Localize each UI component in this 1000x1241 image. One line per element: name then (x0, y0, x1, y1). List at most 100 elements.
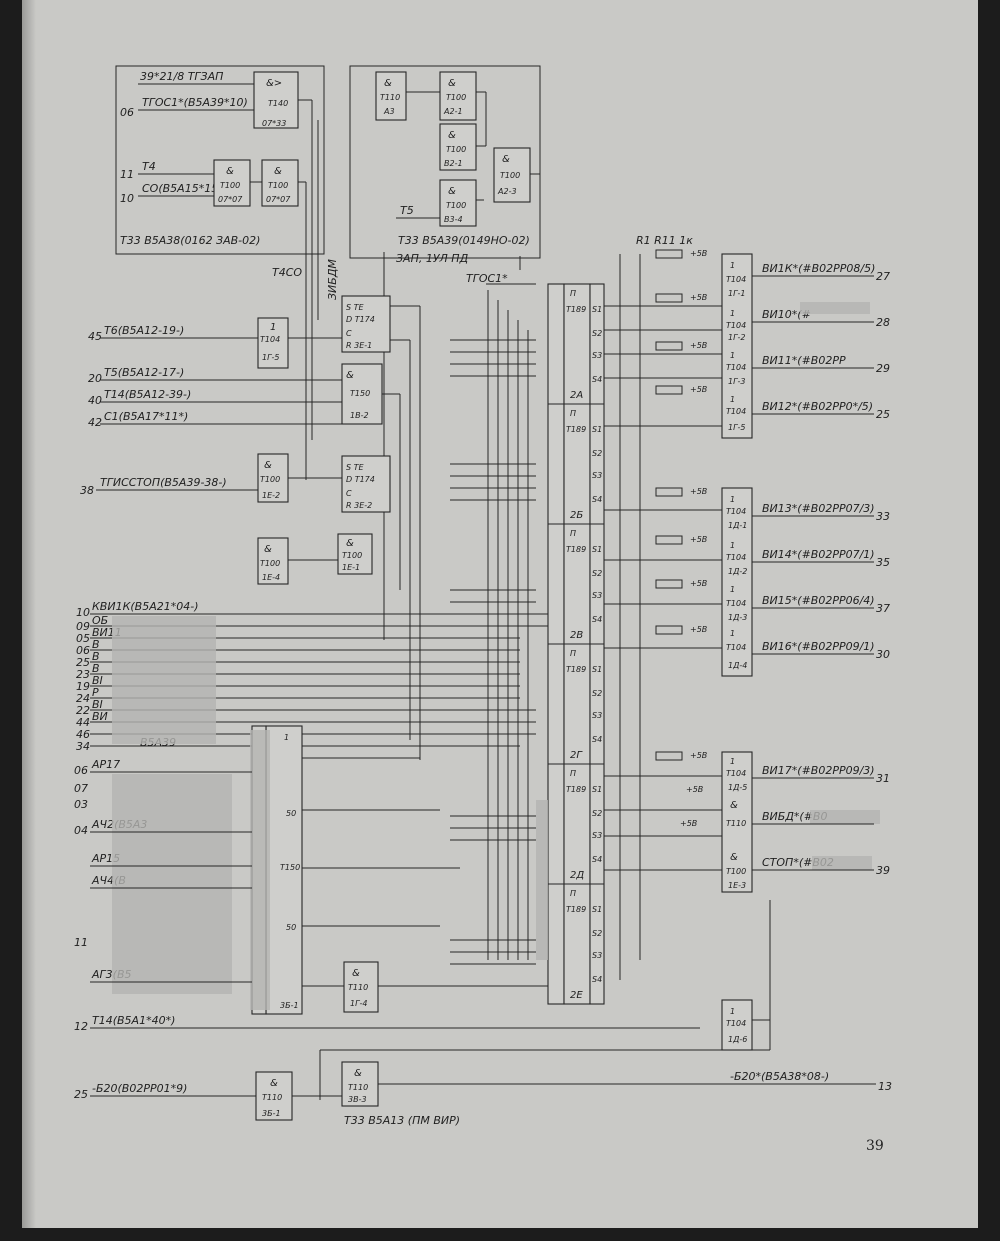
svg-text:1Г-3: 1Г-3 (728, 377, 746, 386)
resistor-r6 (655, 535, 683, 545)
svg-text:1В-2: 1В-2 (350, 411, 369, 420)
svg-text:1Г-4: 1Г-4 (350, 999, 368, 1008)
svg-text:3Б-1: 3Б-1 (280, 1001, 299, 1010)
svg-text:&>: &> (266, 78, 282, 89)
gate-t100-b-pins: 07*07 (266, 195, 291, 204)
svg-text:1Г-5: 1Г-5 (262, 353, 280, 362)
gate-t100-1e4 (257, 537, 289, 585)
out-text-vi13: ВИ13*(#В02РР07/3) (762, 502, 875, 515)
svg-text:&: & (448, 78, 456, 89)
output-gate-stack-2 (721, 487, 753, 677)
in-text-ar17: АР17 (91, 758, 120, 771)
resistor-r4 (655, 385, 683, 395)
in-pin-20: 20 (88, 372, 102, 385)
svg-text:П: П (570, 649, 576, 658)
svg-text:S4: S4 (592, 375, 602, 384)
tl-input-4: СО(В5А15*15-) (142, 182, 226, 195)
tl-input-4-pin: 10 (120, 192, 134, 205)
svg-text:&: & (264, 544, 272, 555)
in-pin-46: 46 (76, 728, 90, 741)
out-pin-30: 30 (876, 648, 890, 661)
svg-text:S4: S4 (592, 735, 602, 744)
svg-text:Т110: Т110 (348, 983, 368, 992)
svg-text:S3: S3 (592, 831, 602, 840)
svg-text:S4: S4 (592, 615, 602, 624)
out-pin-25: 25 (876, 408, 890, 421)
svg-text:Т100: Т100 (446, 145, 466, 154)
svg-text:1Е-4: 1Е-4 (262, 573, 280, 582)
chip-2b-name: Т189 (566, 425, 586, 434)
redacted-strip (250, 730, 270, 1010)
svg-text:S4: S4 (592, 855, 602, 864)
out-text-vi16: ВИ16*(#В02РР09/1) (762, 640, 875, 653)
svg-text:1Е-3: 1Е-3 (728, 881, 746, 890)
in-pin-42: 42 (88, 416, 102, 429)
gate-t100-v2-1 (439, 123, 477, 171)
svg-text:1Д-1: 1Д-1 (728, 521, 747, 530)
gate-t100-b-label: Т100 (268, 181, 288, 190)
svg-text:1: 1 (270, 322, 276, 333)
chip-2g-name: Т189 (566, 665, 586, 674)
svg-text:Т150: Т150 (350, 389, 370, 398)
in-pin-12: 12 (74, 1020, 88, 1033)
svg-text:D Т174: D Т174 (346, 475, 375, 484)
output-gate-1d6 (721, 999, 753, 1051)
svg-text:C: C (346, 329, 352, 338)
svg-text:S1: S1 (592, 905, 602, 914)
supply-2: +5В (690, 293, 707, 302)
svg-text:П: П (570, 409, 576, 418)
in-pin-04: 04 (74, 824, 88, 837)
supply-5: +5В (690, 487, 707, 496)
supply-7: +5В (690, 579, 707, 588)
svg-text:1Д-6: 1Д-6 (728, 1035, 747, 1044)
svg-text:Т100: Т100 (726, 867, 746, 876)
chip-2a-sub: 2А (570, 390, 583, 401)
tl-input-2-pin: 06 (120, 106, 134, 119)
svg-text:&: & (730, 852, 738, 863)
svg-text:&: & (502, 154, 510, 165)
in-pin-06b: 06 (74, 764, 88, 777)
svg-text:R 3Е-1: R 3Е-1 (346, 341, 372, 350)
in-pin-09: 09 (76, 620, 90, 633)
svg-text:А2-1: А2-1 (443, 107, 463, 116)
out-text-vi11: ВИ11*(#В02РР (762, 354, 846, 367)
svg-text:&: & (730, 800, 738, 811)
svg-text:1Г-5: 1Г-5 (728, 423, 746, 432)
supply-3: +5В (690, 341, 707, 350)
resistor-r1 (655, 249, 683, 259)
svg-text:S3: S3 (592, 471, 602, 480)
svg-text:А3: А3 (383, 107, 395, 116)
gate-t100-a2-3 (493, 147, 531, 203)
tr-input-t5: Т5 (400, 204, 414, 217)
tr-block-sublabel: ЗАП, 1УЛ ПД (396, 252, 469, 265)
resistor-r9 (655, 751, 683, 761)
gate-t100-b (261, 159, 299, 207)
svg-text:Т104: Т104 (726, 363, 746, 372)
supply-8: +5В (690, 625, 707, 634)
svg-text:D Т174: D Т174 (346, 315, 375, 324)
gate-t110-1g4 (343, 961, 379, 1013)
book-gutter-shadow (22, 0, 36, 1228)
svg-text:П: П (570, 289, 576, 298)
left-lower-inputs: 10 КВИ1К(В5А21*04-) 09 ОБ 05 ВИ11 06 В 2… (76, 600, 600, 753)
output-gate-stack-3 (721, 751, 753, 893)
resistor-label: R1 R11 1к (636, 234, 693, 247)
gate-t104-1g5 (257, 317, 289, 369)
supply-11: +5В (680, 819, 697, 828)
in-text-ob: ОБ (92, 614, 108, 627)
svg-text:3Б-1: 3Б-1 (262, 1109, 281, 1118)
in-pin-40: 40 (88, 394, 102, 407)
gate-t100-a2-1 (439, 71, 477, 121)
svg-text:1Д-2: 1Д-2 (728, 567, 747, 576)
svg-text:R 3Е-2: R 3Е-2 (346, 501, 372, 510)
svg-text:П: П (570, 889, 576, 898)
svg-text:1: 1 (730, 541, 735, 550)
top-left-block-frame (115, 65, 325, 255)
in-text-vi1: ВІ (92, 674, 103, 687)
gate-t100-1e2 (257, 453, 289, 503)
in-pin-24: 24 (76, 692, 90, 705)
in-text-t5: Т5(В5А12-17-) (104, 366, 184, 379)
svg-text:1: 1 (730, 757, 735, 766)
svg-text:Т110: Т110 (348, 1083, 368, 1092)
